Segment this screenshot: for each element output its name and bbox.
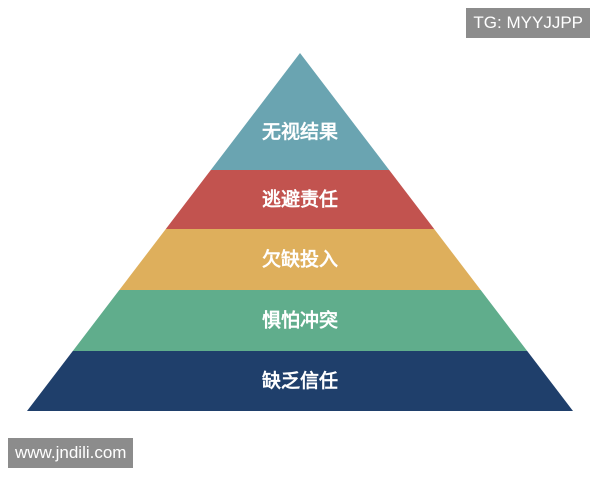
pyramid-layer-no-results [210,53,390,170]
pyramid-layer-avoid-responsibility [165,170,435,229]
pyramid-label-lack-trust: 缺乏信任 [262,369,338,392]
watermark-bottom-left: www.jndili.com [8,438,134,468]
pyramid-label-avoid-responsibility: 逃避责任 [262,188,338,211]
pyramid-layer-lack-commitment [119,229,481,290]
pyramid-layer-fear-conflict [72,290,528,351]
pyramid-layer-lack-trust [27,351,573,411]
pyramid-label-no-results: 无视结果 [262,120,338,143]
watermark-top-right: TG: MYYJJPP [466,8,590,38]
pyramid-label-fear-conflict: 惧怕冲突 [262,309,338,332]
pyramid-label-lack-commitment: 欠缺投入 [262,248,338,271]
